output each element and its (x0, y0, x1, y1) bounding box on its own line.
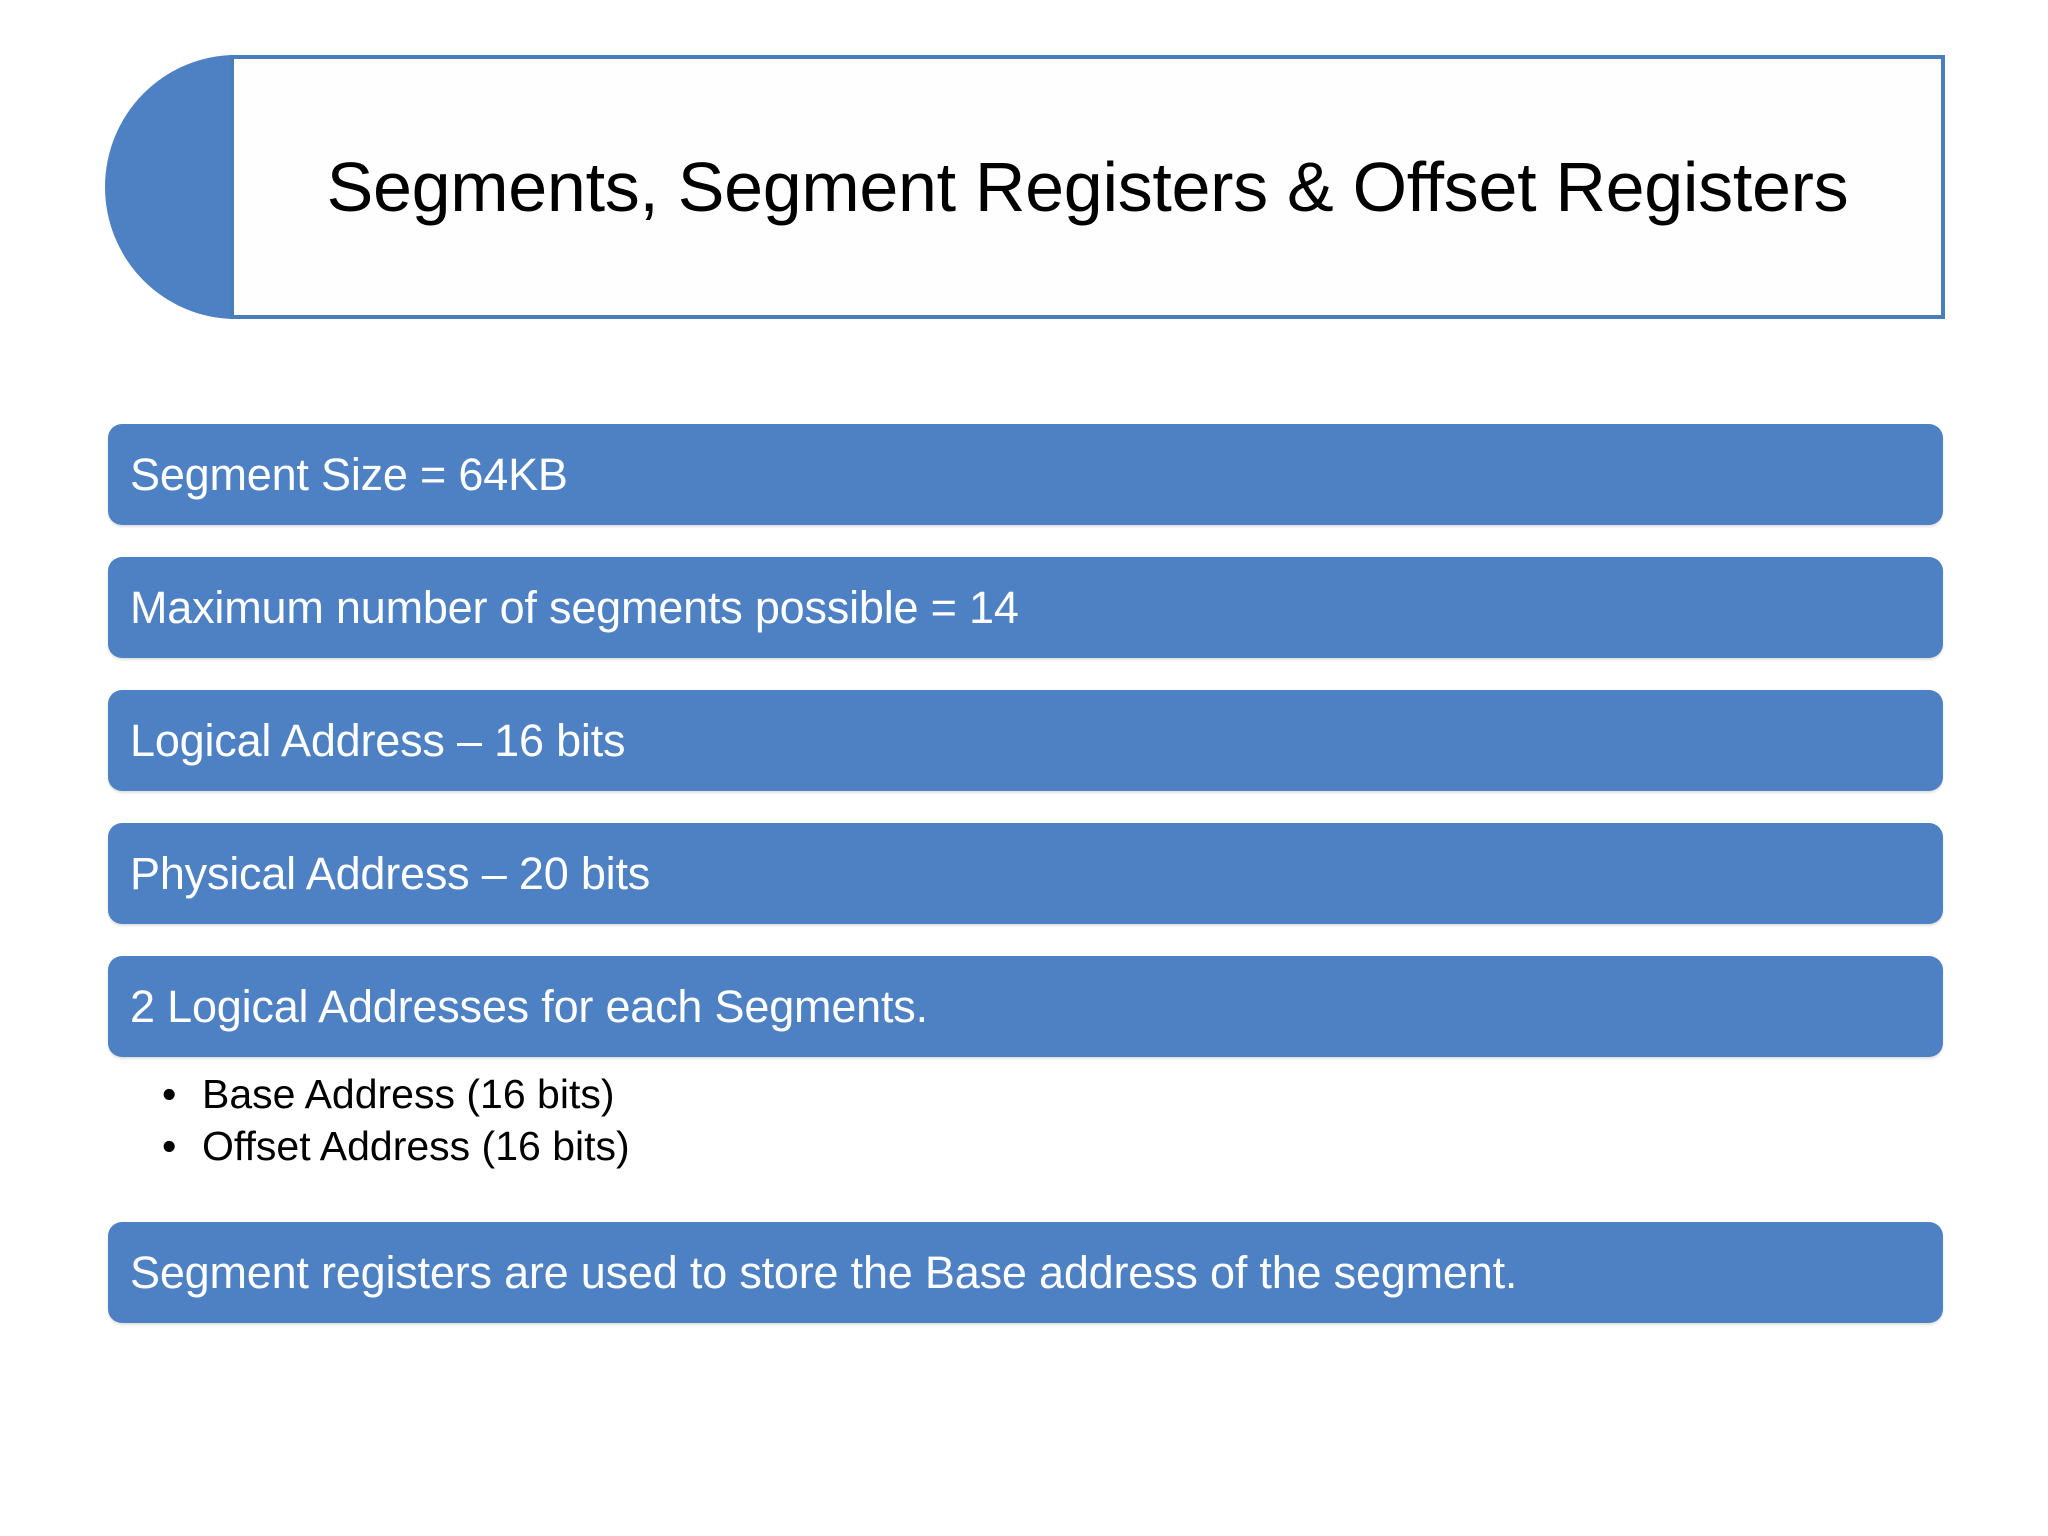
page-title: Segments, Segment Registers & Offset Reg… (326, 147, 1849, 226)
sub-bullet-list: • Base Address (16 bits) • Offset Addres… (150, 1068, 1350, 1173)
bullet-point-icon: • (162, 1071, 177, 1117)
list-item-label: Base Address (16 bits) (202, 1071, 615, 1117)
title-half-disc-decoration (105, 55, 236, 319)
statement-bar[interactable]: Segment registers are used to store the … (108, 1222, 1943, 1323)
statement-bar-label: Maximum number of segments possible = 14 (130, 582, 1019, 633)
statement-bar-label: 2 Logical Addresses for each Segments. (130, 981, 928, 1032)
bullet-point-icon: • (162, 1123, 177, 1170)
list-item-label: Offset Address (16 bits) (202, 1123, 630, 1170)
statement-bar-label: Segment registers are used to store the … (130, 1247, 1518, 1298)
statement-bar[interactable]: 2 Logical Addresses for each Segments. (108, 956, 1943, 1057)
list-item: • Base Address (16 bits) (150, 1068, 1350, 1120)
list-item: • Offset Address (16 bits) (150, 1120, 1350, 1172)
statement-bar-list: Segment Size = 64KB Maximum number of se… (108, 424, 1943, 1089)
statement-bar-label: Physical Address – 20 bits (130, 848, 651, 899)
statement-bar[interactable]: Segment Size = 64KB (108, 424, 1943, 525)
title-box: Segments, Segment Registers & Offset Reg… (230, 55, 1945, 319)
final-statement-bar-wrapper: Segment registers are used to store the … (108, 1222, 1943, 1323)
statement-bar[interactable]: Maximum number of segments possible = 14 (108, 557, 1943, 658)
statement-bar-label: Logical Address – 16 bits (130, 715, 626, 766)
title-banner: Segments, Segment Registers & Offset Reg… (105, 55, 1945, 319)
statement-bar[interactable]: Physical Address – 20 bits (108, 823, 1943, 924)
statement-bar[interactable]: Logical Address – 16 bits (108, 690, 1943, 791)
statement-bar-label: Segment Size = 64KB (130, 449, 568, 500)
